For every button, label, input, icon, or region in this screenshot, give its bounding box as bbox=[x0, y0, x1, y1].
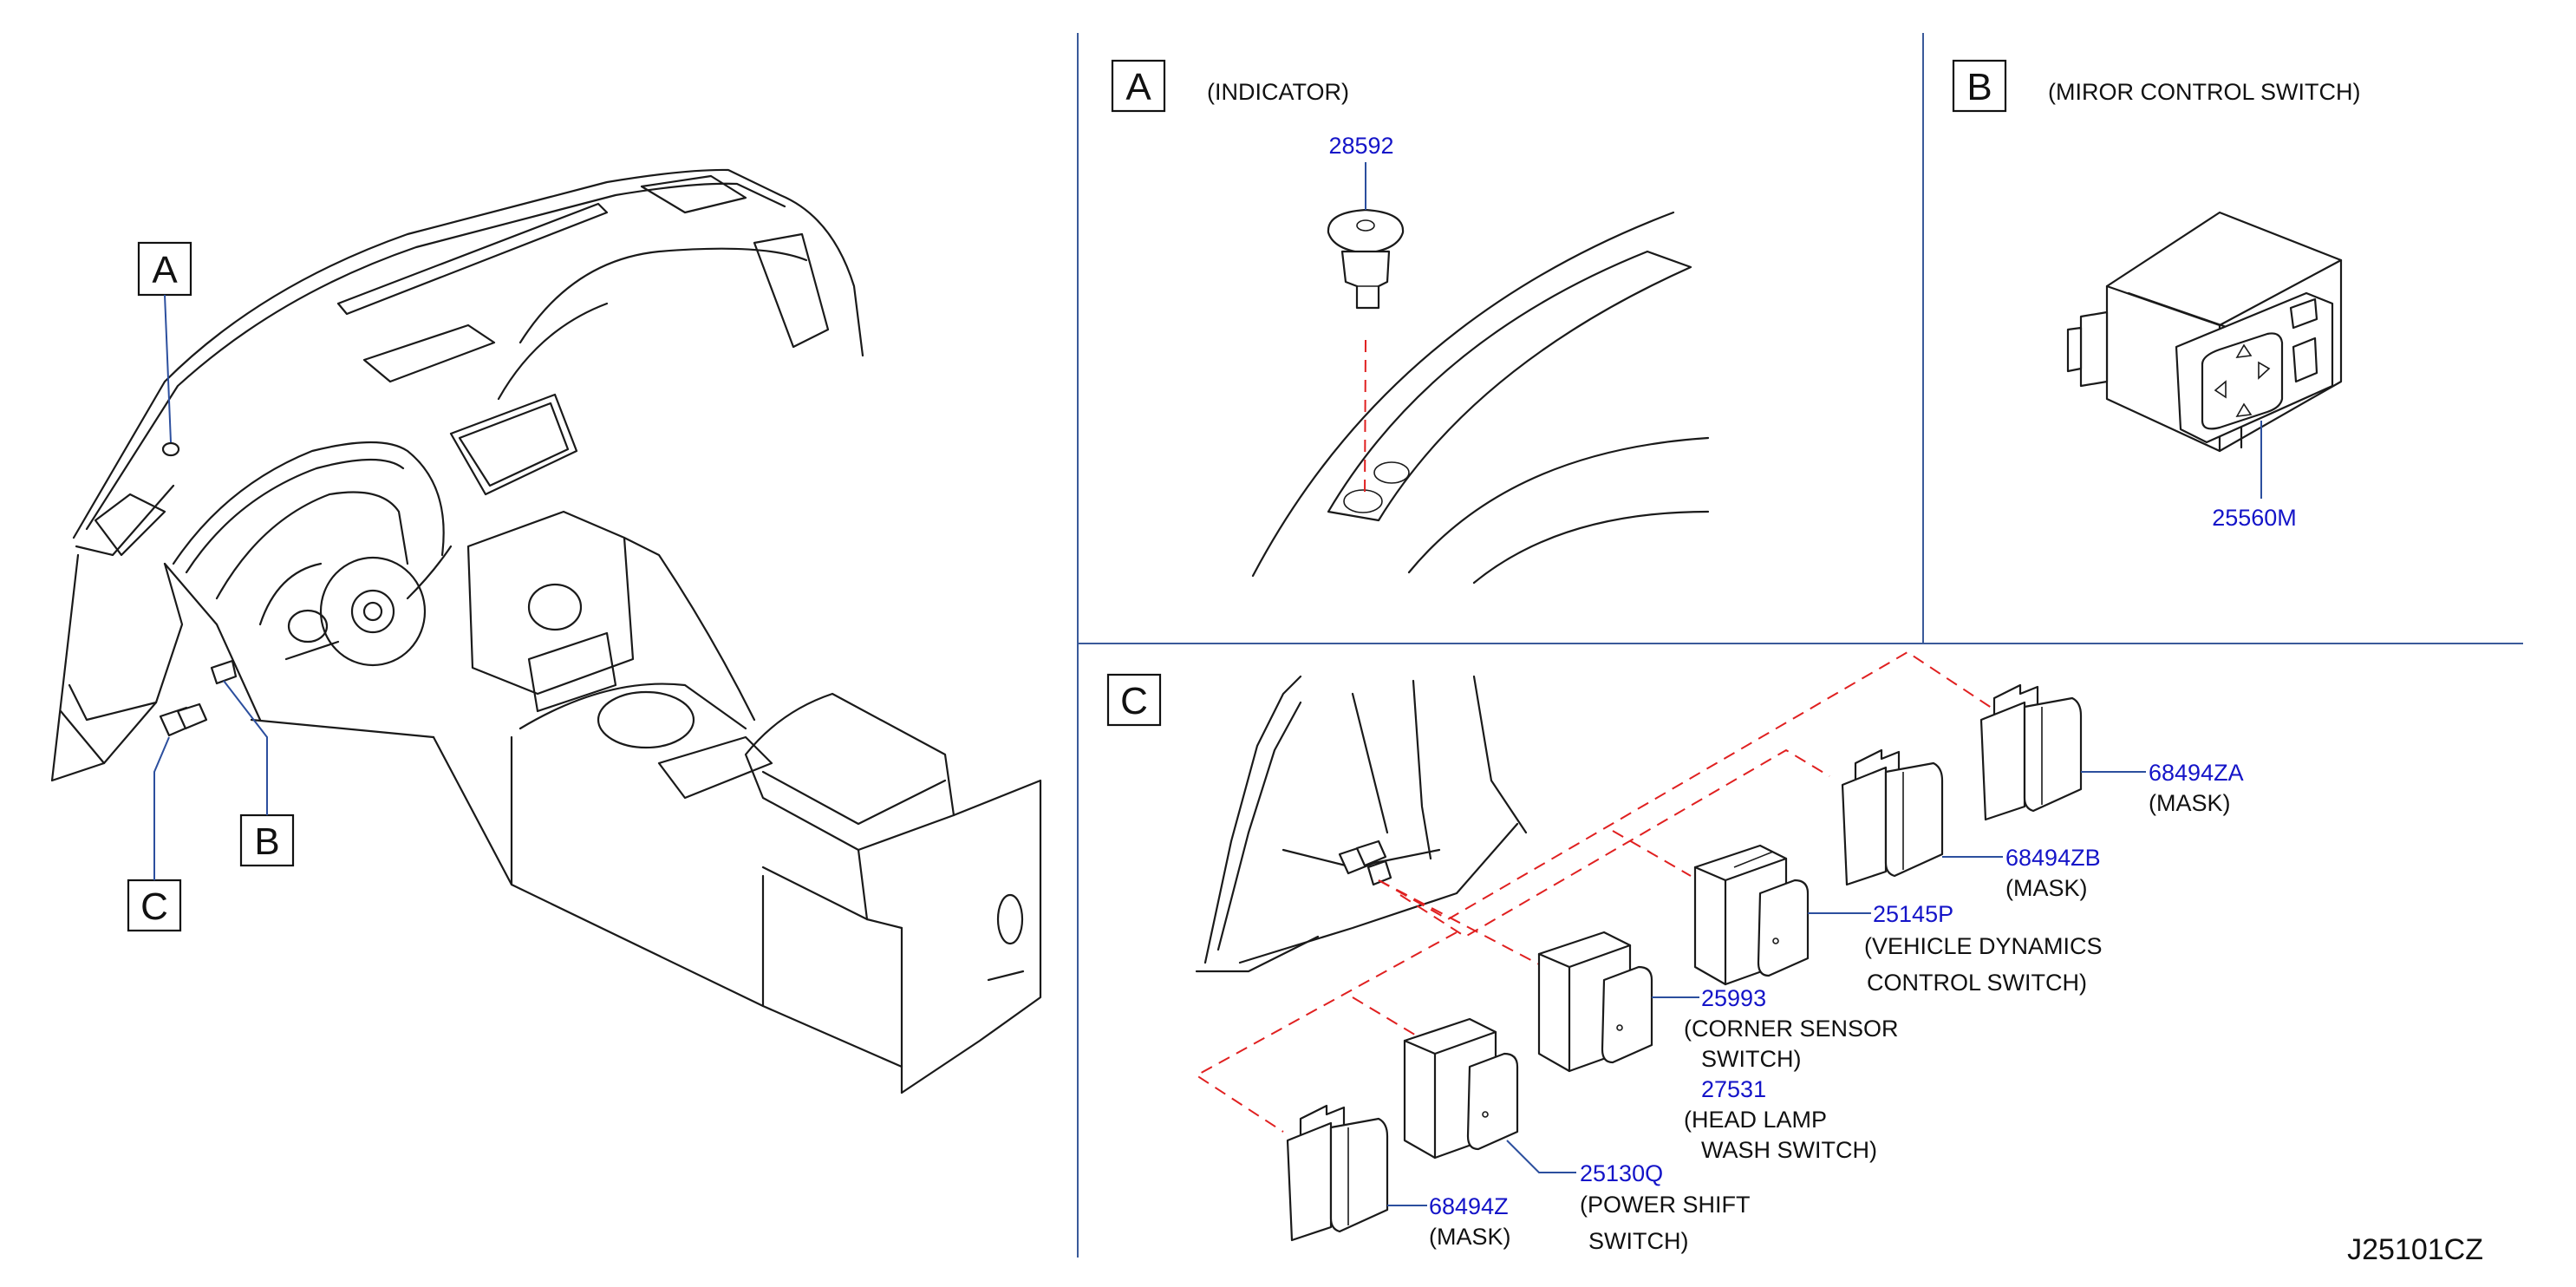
overview-callout-b: B bbox=[223, 680, 295, 867]
svg-text:(MASK): (MASK) bbox=[1429, 1224, 1511, 1250]
indicator-part-drawing bbox=[1251, 208, 1710, 585]
overview-callout-a: A bbox=[137, 241, 192, 443]
knee-panel-drawing bbox=[1195, 675, 1528, 973]
part-25560M-label: 25560M bbox=[2212, 421, 2297, 531]
part-25993-label: 25993 (CORNER SENSOR SWITCH) bbox=[1652, 985, 1899, 1072]
part-68494ZA-label: 68494ZA (MASK) bbox=[2081, 760, 2244, 816]
svg-text:25993: 25993 bbox=[1701, 985, 1766, 1011]
svg-text:A: A bbox=[1125, 66, 1151, 108]
svg-text:(MASK): (MASK) bbox=[2005, 875, 2088, 901]
drawing-code: J25101CZ bbox=[2347, 1233, 2483, 1266]
part-28592-label: 28592 bbox=[1328, 133, 1394, 210]
svg-text:25130Q: 25130Q bbox=[1580, 1160, 1663, 1186]
svg-text:B: B bbox=[1966, 66, 1992, 108]
svg-text:(CORNER SENSOR: (CORNER SENSOR bbox=[1684, 1016, 1899, 1042]
svg-text:A: A bbox=[152, 249, 178, 291]
svg-text:(INDICATOR): (INDICATOR) bbox=[1207, 79, 1349, 105]
svg-text:68494ZA: 68494ZA bbox=[2149, 760, 2244, 786]
svg-text:(POWER SHIFT: (POWER SHIFT bbox=[1580, 1192, 1751, 1218]
mirror-switch-drawing bbox=[2066, 211, 2343, 453]
section-b-header: B (MIROR CONTROL SWITCH) bbox=[1952, 59, 2360, 113]
svg-text:C: C bbox=[1120, 680, 1148, 722]
svg-text:C: C bbox=[140, 885, 168, 928]
mask-68494ZB-drawing bbox=[1841, 748, 1944, 886]
switch-25130Q-drawing bbox=[1403, 1017, 1519, 1160]
svg-text:SWITCH): SWITCH) bbox=[1588, 1228, 1688, 1254]
svg-text:68494Z: 68494Z bbox=[1429, 1193, 1509, 1219]
svg-text:(HEAD LAMP: (HEAD LAMP bbox=[1684, 1107, 1827, 1133]
section-c-header: C bbox=[1106, 673, 1162, 727]
svg-text:SWITCH): SWITCH) bbox=[1701, 1046, 1801, 1072]
part-68494Z-label: 68494Z (MASK) bbox=[1387, 1193, 1511, 1250]
svg-text:(VEHICLE DYNAMICS: (VEHICLE DYNAMICS bbox=[1864, 933, 2103, 959]
svg-text:(MIROR CONTROL SWITCH): (MIROR CONTROL SWITCH) bbox=[2048, 79, 2360, 105]
svg-text:27531: 27531 bbox=[1701, 1076, 1766, 1102]
svg-text:CONTROL SWITCH): CONTROL SWITCH) bbox=[1867, 970, 2087, 996]
overview-callout-c: C bbox=[127, 736, 182, 932]
svg-text:25145P: 25145P bbox=[1873, 901, 1953, 927]
panel-frame bbox=[1077, 33, 2523, 1258]
switch-25993-drawing bbox=[1537, 931, 1653, 1073]
svg-text:28592: 28592 bbox=[1328, 133, 1393, 159]
switch-25145P-drawing bbox=[1693, 844, 1810, 986]
svg-text:25560M: 25560M bbox=[2212, 505, 2297, 531]
part-27531-label: 27531 (HEAD LAMP WASH SWITCH) bbox=[1684, 1076, 1877, 1163]
instrument-panel-overview bbox=[50, 168, 1042, 1094]
part-25145P-label: 25145P (VEHICLE DYNAMICS CONTROL SWITCH) bbox=[1808, 901, 2103, 996]
svg-text:68494ZB: 68494ZB bbox=[2005, 845, 2101, 871]
svg-text:(MASK): (MASK) bbox=[2149, 790, 2231, 816]
section-a-header: A (INDICATOR) bbox=[1111, 59, 1349, 113]
svg-text:WASH SWITCH): WASH SWITCH) bbox=[1701, 1137, 1877, 1163]
mask-68494Z-drawing bbox=[1286, 1104, 1389, 1242]
part-68494ZB-label: 68494ZB (MASK) bbox=[1942, 845, 2101, 901]
part-25130Q-label: 25130Q (POWER SHIFT SWITCH) bbox=[1506, 1140, 1751, 1254]
mask-68494ZA-drawing bbox=[1979, 683, 2083, 821]
svg-text:B: B bbox=[254, 820, 279, 863]
